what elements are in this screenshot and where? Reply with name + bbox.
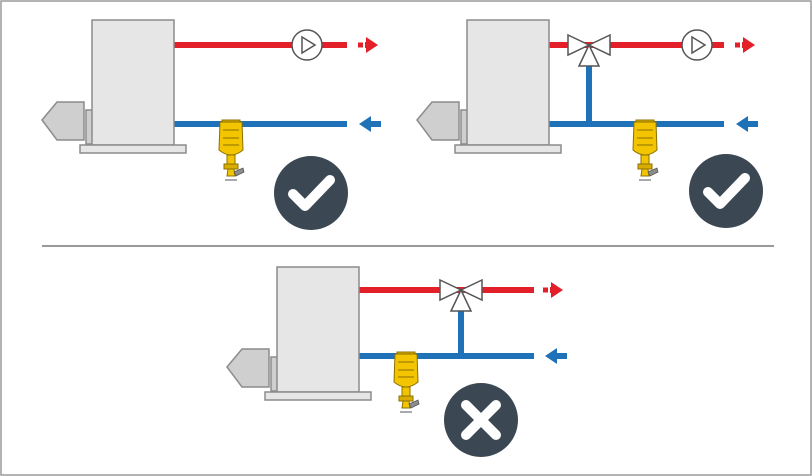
- panel-top-left: [41, 19, 381, 230]
- panel-bottom: [226, 266, 567, 457]
- check-mark-icon: [689, 154, 763, 228]
- circulator-pump-icon: [681, 29, 713, 61]
- circulator-pump-icon: [291, 29, 323, 61]
- cross-mark-icon: [444, 383, 518, 457]
- check-mark-icon: [274, 156, 348, 230]
- panel-top-right: [416, 19, 763, 228]
